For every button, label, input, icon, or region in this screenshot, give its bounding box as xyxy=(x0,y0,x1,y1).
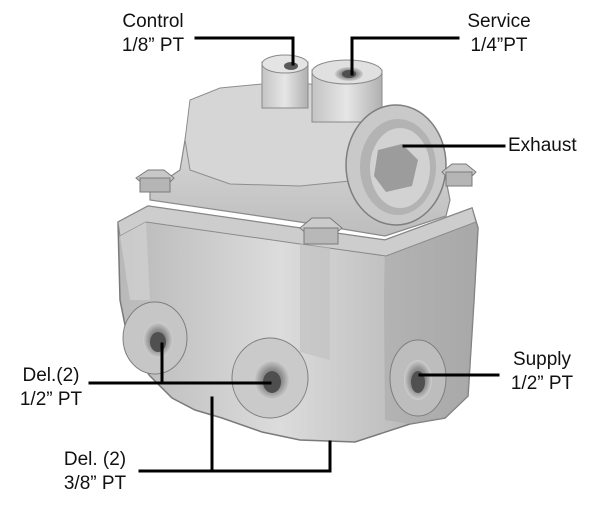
supply-callout: Supply 1/2” PT xyxy=(500,348,584,396)
leader-del-three-eighths xyxy=(138,440,332,473)
delivery-three-eighths-label: Del. (2) xyxy=(63,449,127,470)
exhaust-label: Exhaust xyxy=(508,135,577,156)
cover-bolt-left xyxy=(135,169,175,193)
cover-bolt-front xyxy=(299,217,343,245)
exhaust-port xyxy=(345,104,447,226)
center-rib xyxy=(300,244,330,360)
exhaust-callout: Exhaust xyxy=(508,134,577,158)
service-callout: Service 1/4”PT xyxy=(455,10,543,58)
delivery-port-center xyxy=(231,337,309,419)
left-rib xyxy=(120,222,150,300)
leader-service xyxy=(350,36,460,76)
delivery-half-size: 1/2” PT xyxy=(19,389,83,410)
supply-port xyxy=(389,339,447,417)
service-size: 1/4”PT xyxy=(470,35,528,56)
leader-lines xyxy=(88,36,506,473)
supply-label: Supply xyxy=(512,349,572,370)
control-callout: Control 1/8” PT xyxy=(113,10,193,58)
supply-size: 1/2” PT xyxy=(510,373,574,394)
delivery-half-label: Del.(2) xyxy=(22,365,80,386)
delivery-three-eighths-size: 3/8” PT xyxy=(63,473,127,494)
service-label: Service xyxy=(467,11,531,32)
service-port xyxy=(311,59,383,123)
delivery-port-left xyxy=(122,301,188,375)
control-size: 1/8” PT xyxy=(121,35,185,56)
delivery-three-eighths-callout: Del. (2) 3/8” PT xyxy=(52,448,138,496)
leader-control xyxy=(194,36,295,66)
cover-bolt-right xyxy=(441,163,477,187)
control-label: Control xyxy=(122,11,184,32)
control-port xyxy=(261,54,309,109)
delivery-half-callout: Del.(2) 1/2” PT xyxy=(12,364,90,412)
